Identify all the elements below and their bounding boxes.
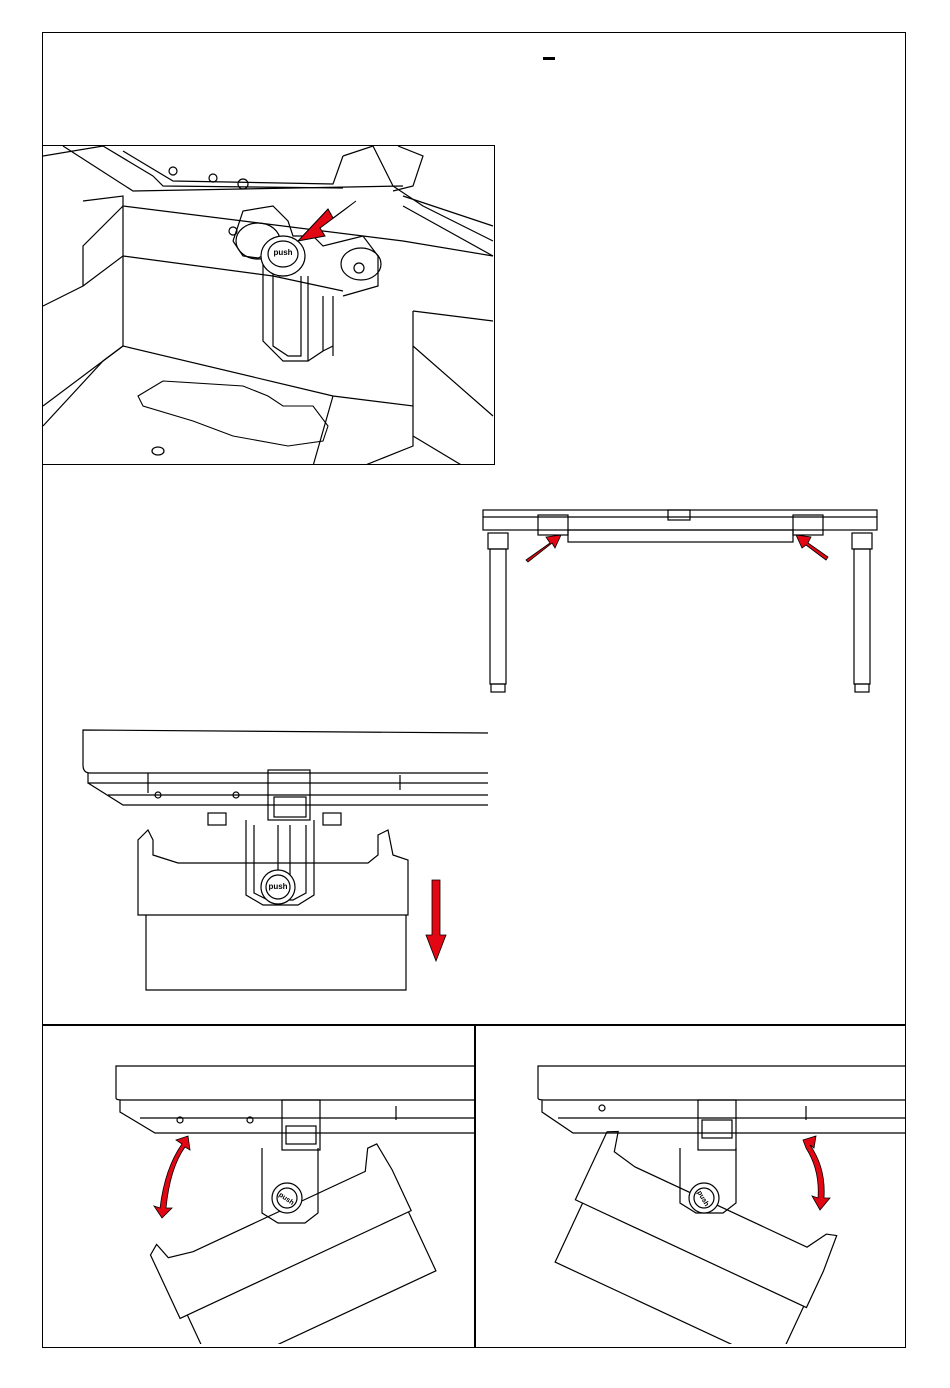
heading-mark: - <box>543 57 555 60</box>
rotate-arrow-icon <box>803 1136 830 1210</box>
rotate-arrow-icon <box>154 1136 190 1218</box>
figure-tilt-left: push <box>100 1058 476 1344</box>
right-push-arrow-icon <box>796 535 828 560</box>
push-label: push <box>268 882 287 891</box>
figure-side-detail: push <box>78 725 488 997</box>
figure-tilt-right: push <box>518 1058 906 1344</box>
left-push-arrow-icon <box>526 535 561 562</box>
push-arrow-icon <box>298 201 356 241</box>
figure-closeup: push <box>42 145 495 465</box>
push-label: push <box>273 248 292 257</box>
figure-desk-frame <box>478 505 882 700</box>
down-arrow-icon <box>426 880 446 961</box>
